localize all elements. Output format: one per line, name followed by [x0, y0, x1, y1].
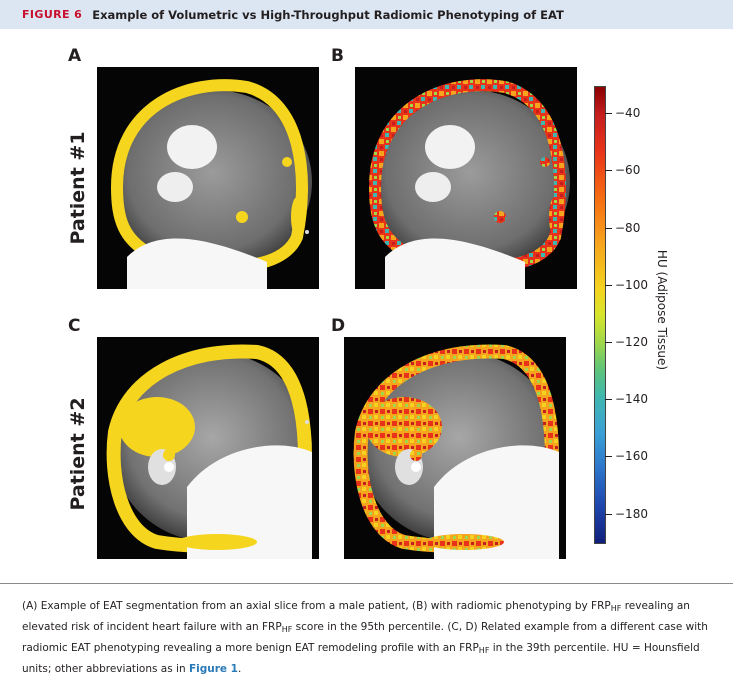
- panel-letter-c: C: [68, 316, 81, 336]
- figure-caption: (A) Example of EAT segmentation from an …: [22, 597, 712, 678]
- colorbar-tick: [605, 399, 612, 400]
- panel-letter-d: D: [331, 316, 346, 336]
- caption-text: in the 39th percentile. HU = Hounsfield …: [22, 642, 700, 675]
- figure-title: Example of Volumetric vs High-Throughput…: [92, 7, 564, 22]
- colorbar-tick-label: −60: [615, 163, 641, 177]
- ct-image-panel-d: [344, 337, 566, 559]
- colorbar-tick: [605, 285, 612, 286]
- colorbar-tick-label: −100: [615, 278, 648, 292]
- caption-text: (A) Example of EAT segmentation from an …: [22, 600, 611, 612]
- figure-1-link[interactable]: Figure 1: [188, 663, 238, 675]
- colorbar-tick: [605, 113, 612, 114]
- ct-image-panel-a: [97, 67, 319, 289]
- caption-subscript: HF: [610, 604, 622, 613]
- caption-subscript: HF: [478, 646, 490, 655]
- colorbar-axis-label: HU (Adipose Tissue): [655, 249, 669, 371]
- colorbar-tick-label: −120: [615, 335, 648, 349]
- colorbar-tick: [605, 514, 612, 515]
- row-label-patient-2: Patient #2: [67, 397, 89, 511]
- colorbar-tick: [605, 170, 612, 171]
- figure-label: FIGURE 6: [22, 8, 83, 21]
- colorbar-tick: [605, 456, 612, 457]
- row-label-patient-1: Patient #1: [67, 131, 89, 245]
- caption-text: .: [237, 663, 242, 675]
- ct-image-panel-c: [97, 337, 319, 559]
- ct-image-panel-b: [355, 67, 577, 289]
- colorbar-tick-label: −180: [615, 507, 648, 521]
- colorbar-tick-label: −140: [615, 392, 648, 406]
- colorbar-tick-label: −80: [615, 221, 641, 235]
- colorbar-tick-label: −160: [615, 449, 648, 463]
- caption-subscript: HF: [281, 625, 293, 634]
- colorbar-tick: [605, 228, 612, 229]
- colorbar-tick-label: −40: [615, 106, 641, 120]
- colorbar-tick: [605, 342, 612, 343]
- panel-letter-a: A: [68, 46, 82, 66]
- caption-divider: [0, 583, 733, 584]
- caption-text: score in the 95th percentile. (C, D) Rel…: [22, 621, 708, 654]
- caption-text: revealing an elevated risk of incident h…: [22, 600, 690, 633]
- hu-colorbar: [594, 86, 606, 544]
- panel-letter-b: B: [331, 46, 344, 66]
- figure-header: FIGURE 6 Example of Volumetric vs High-T…: [0, 0, 733, 29]
